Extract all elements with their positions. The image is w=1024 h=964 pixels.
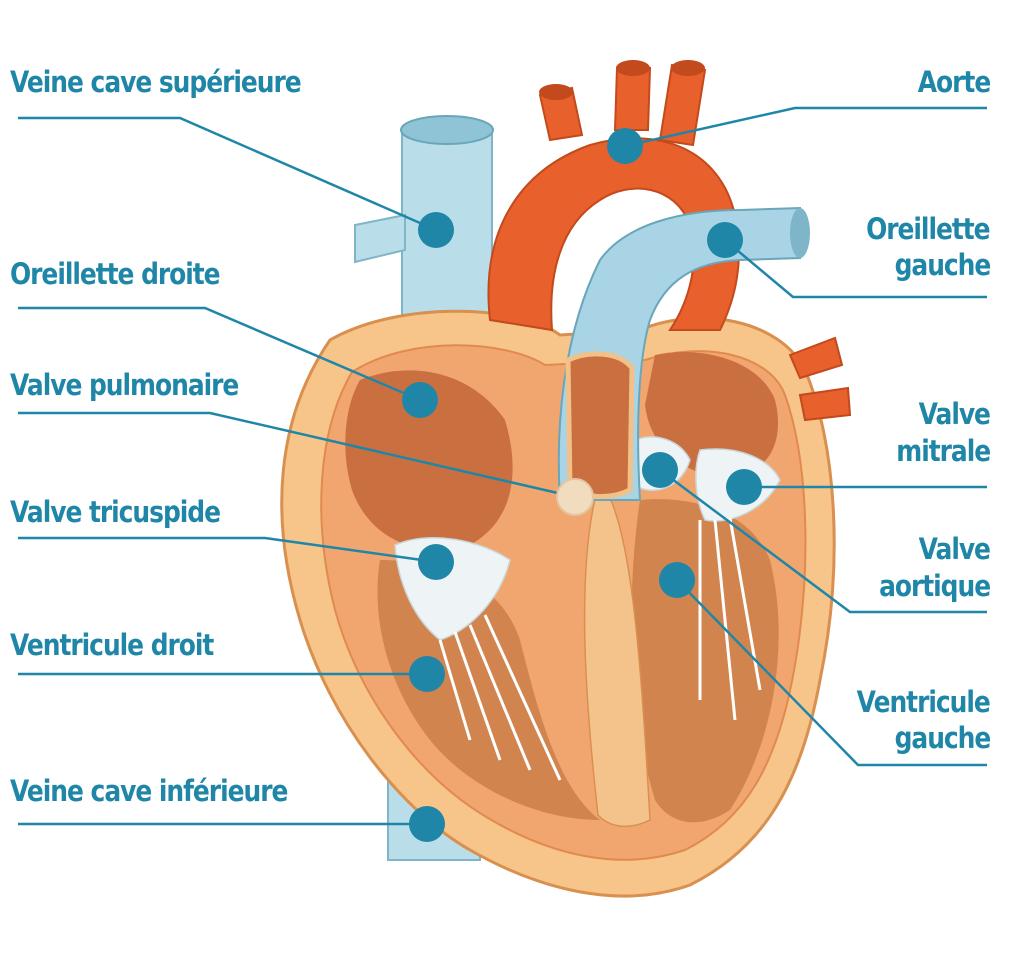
marker-mitral-valve bbox=[726, 469, 762, 505]
label-right-atrium: Oreillette droite bbox=[10, 257, 221, 291]
leader-aorta bbox=[624, 106, 987, 148]
aorta-vessel bbox=[487, 137, 741, 332]
marker-aorta bbox=[607, 128, 643, 164]
aorta-branch-2-opening bbox=[616, 60, 650, 76]
pulmonary-artery-opening bbox=[790, 208, 810, 258]
leader-left-atrium bbox=[724, 239, 987, 299]
label-aortic-valve-line1: Valve bbox=[918, 532, 991, 566]
superior-vena-cava-opening bbox=[400, 115, 494, 145]
marker-right-atrium bbox=[402, 382, 438, 418]
aorta-branch-3-opening bbox=[671, 60, 705, 76]
aorta-branch-3 bbox=[658, 63, 707, 147]
leader-tricuspid-valve bbox=[18, 536, 437, 564]
leader-right-atrium bbox=[18, 306, 421, 402]
leader-superior-vena-cava bbox=[18, 116, 437, 232]
marker-tricuspid-valve bbox=[418, 544, 454, 580]
markers bbox=[402, 128, 762, 842]
leader-aortic-valve bbox=[659, 468, 987, 614]
marker-inferior-vena-cava bbox=[409, 806, 445, 842]
marker-right-ventricle bbox=[409, 656, 445, 692]
pulmonary-vein-lower bbox=[798, 386, 852, 422]
label-left-atrium-line1: Oreillette bbox=[866, 212, 991, 246]
leader-pulmonary-valve bbox=[18, 411, 576, 499]
label-tricuspid-valve: Valve tricuspide bbox=[10, 495, 221, 529]
label-aorta: Aorte bbox=[917, 65, 991, 99]
marker-aortic-valve bbox=[642, 452, 678, 488]
pulmonary-trunk-inner bbox=[565, 351, 635, 500]
label-inferior-vena-cava: Veine cave inférieure bbox=[10, 774, 288, 808]
marker-pulmonary-valve bbox=[556, 478, 594, 516]
label-mitral-valve-line1: Valve bbox=[918, 397, 991, 431]
label-right-ventricle: Ventricule droit bbox=[10, 628, 214, 662]
septum bbox=[583, 478, 651, 827]
superior-vena-cava-branch bbox=[354, 213, 406, 264]
label-aortic-valve-line2: aortique bbox=[878, 569, 991, 603]
label-superior-vena-cava: Veine cave supérieure bbox=[10, 65, 302, 99]
marker-superior-vena-cava bbox=[418, 212, 454, 248]
label-left-ventricle-line1: Ventricule bbox=[856, 685, 991, 719]
pulmonary-vein-upper bbox=[788, 336, 844, 380]
label-pulmonary-valve: Valve pulmonaire bbox=[10, 368, 239, 402]
aorta-branch-1-opening bbox=[539, 84, 573, 100]
label-left-atrium-line2: gauche bbox=[894, 248, 991, 282]
aorta-branch-1 bbox=[538, 86, 584, 142]
leader-lines bbox=[18, 106, 987, 826]
label-left-ventricle-line2: gauche bbox=[894, 721, 991, 755]
right-atrium-chamber bbox=[345, 370, 513, 550]
marker-left-atrium bbox=[707, 222, 743, 258]
aorta-branch-2 bbox=[613, 67, 652, 131]
marker-left-ventricle bbox=[659, 562, 695, 598]
leader-left-ventricle bbox=[676, 579, 987, 767]
label-mitral-valve-line2: mitrale bbox=[896, 434, 991, 468]
